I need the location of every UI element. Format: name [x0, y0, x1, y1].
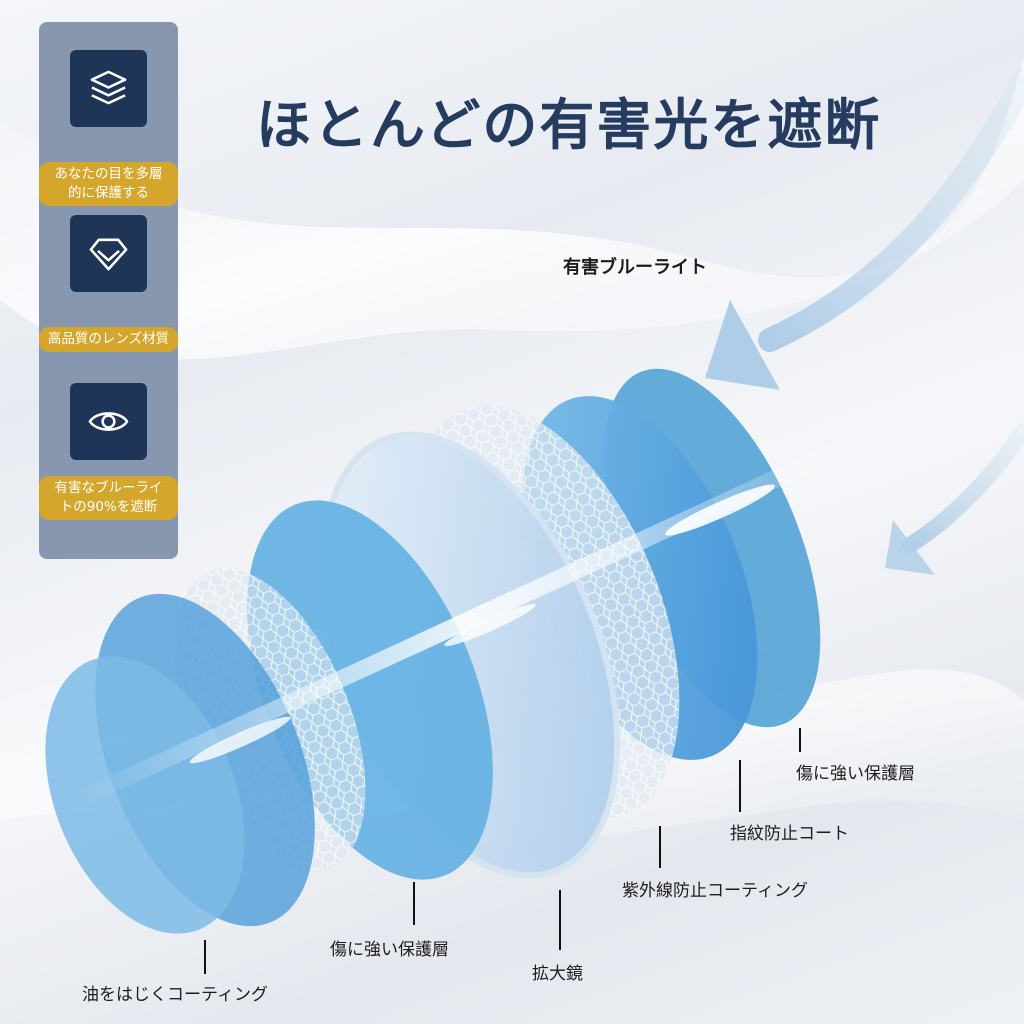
diamond-icon: [89, 238, 128, 271]
page-title: ほとんどの有害光を遮断: [256, 93, 882, 157]
feature-pill-bluelight: 有害なブルーライ トの90%を遮断: [39, 476, 178, 520]
light-beam: [80, 430, 860, 808]
diamond-icon-box: [70, 215, 147, 292]
anti-fingerprint-label: 指紋防止コート: [730, 824, 849, 844]
feature-line: 有害なブルーライ: [54, 480, 163, 496]
magnifier-label: 拡大鏡: [532, 964, 583, 984]
protective-back-label: 傷に強い保護層: [796, 764, 915, 784]
lens-layer-oil-coating: [45, 656, 245, 934]
layers-icon-box: [70, 50, 147, 127]
eye-icon: [88, 412, 129, 431]
feature-panel: あなたの目を多層 的に保護する 高品質のレンズ材質: [39, 22, 178, 559]
leader-lines: [204, 728, 801, 974]
oil-coating-label: 油をはじくコーティング: [82, 985, 268, 1005]
protective-front-label: 傷に強い保護層: [330, 940, 449, 960]
feature-line: トの90%を遮断: [59, 499, 158, 515]
layers-icon: [90, 70, 127, 105]
uv-coating-label: 紫外線防止コーティング: [622, 881, 808, 901]
feature-line: あなたの目を多層: [54, 166, 163, 182]
eye-icon-box: [70, 383, 147, 460]
feature-line: 的に保護する: [68, 185, 149, 201]
feature-line: 高品質のレンズ材質: [47, 331, 170, 347]
harmful-blue-light-label: 有害ブルーライト: [563, 257, 707, 278]
feature-pill-material: 高品質のレンズ材質: [39, 327, 178, 352]
incoming-light-arrow: [705, 68, 1024, 390]
incoming-light-arrow-small: [885, 422, 1024, 575]
feature-pill-multilayer: あなたの目を多層 的に保護する: [39, 162, 178, 206]
